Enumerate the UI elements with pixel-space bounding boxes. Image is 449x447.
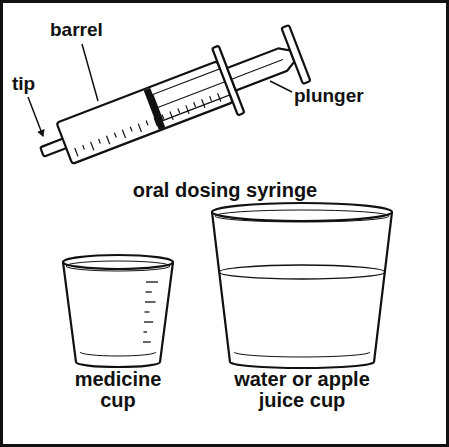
graduation-mark bbox=[143, 341, 151, 342]
tick-mark bbox=[154, 118, 157, 126]
tick-mark bbox=[130, 127, 132, 132]
juice-cup-drawing bbox=[212, 203, 392, 368]
graduation-mark bbox=[146, 281, 158, 282]
tick-mark bbox=[170, 111, 173, 119]
tick-mark bbox=[186, 105, 189, 113]
tick-mark bbox=[202, 99, 205, 107]
tick-mark bbox=[210, 96, 212, 101]
caption-label: oral dosing syringe bbox=[120, 180, 330, 201]
tick-mark bbox=[138, 124, 141, 132]
leader-line bbox=[28, 97, 43, 136]
leader-line bbox=[82, 44, 98, 101]
graduation-mark bbox=[146, 291, 152, 292]
part-label: barrel bbox=[50, 20, 130, 40]
graduation-mark bbox=[145, 301, 156, 302]
tick-mark bbox=[106, 136, 109, 144]
tick-mark bbox=[114, 133, 116, 138]
syringe-drawing bbox=[29, 19, 312, 185]
tick-mark bbox=[83, 145, 85, 150]
tick-mark bbox=[75, 148, 78, 156]
part-label: tip bbox=[12, 74, 52, 94]
item-label: water or apple juice cup bbox=[222, 369, 382, 411]
tick-mark bbox=[146, 121, 148, 126]
tick-mark bbox=[99, 139, 101, 144]
tick-mark bbox=[178, 108, 180, 113]
tick-mark bbox=[122, 130, 125, 138]
graduation-mark bbox=[144, 321, 153, 322]
tick-mark bbox=[194, 102, 196, 107]
tick-mark bbox=[91, 142, 94, 150]
tick-mark bbox=[218, 93, 221, 101]
leader-line bbox=[270, 81, 292, 92]
tick-mark bbox=[162, 114, 164, 119]
part-label: plunger bbox=[294, 86, 384, 106]
item-label: medicine cup bbox=[63, 369, 173, 411]
graduation-mark bbox=[145, 311, 150, 312]
graduation-mark bbox=[144, 331, 148, 332]
medicine-cup-drawing bbox=[63, 255, 173, 367]
